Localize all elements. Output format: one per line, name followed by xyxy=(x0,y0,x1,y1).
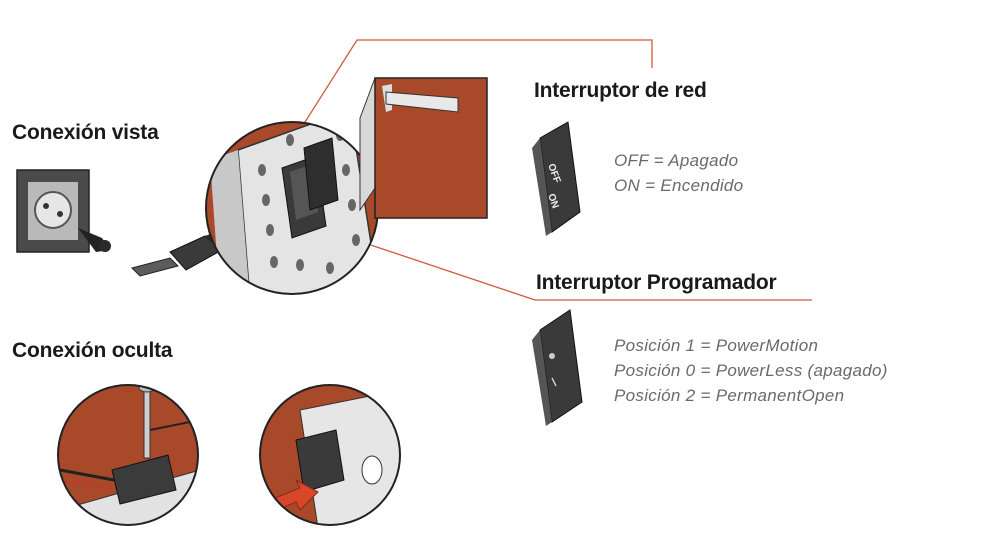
legend-position-2: Posición 2 = PermanentOpen xyxy=(614,386,845,405)
visible-connection-label: Conexión vista xyxy=(12,121,159,144)
program-switch-legend: Posición 1 = PowerMotion Posición 0 = Po… xyxy=(614,333,888,408)
on-marking: ON xyxy=(545,192,560,210)
legend-on: ON = Encendido xyxy=(614,176,744,195)
wall-socket-icon xyxy=(16,169,111,253)
magnified-switch-panel xyxy=(205,121,379,295)
network-switch-title: Interruptor de red xyxy=(534,79,707,102)
hidden-connection-detail-left xyxy=(57,384,199,526)
legend-position-0: Posición 0 = PowerLess (apagado) xyxy=(614,361,888,380)
hidden-connection-detail-right xyxy=(259,384,401,526)
hidden-connection-label: Conexión oculta xyxy=(12,339,173,362)
program-rocker-switch-icon xyxy=(532,309,583,426)
door-panel-illustration xyxy=(359,77,488,219)
legend-off: OFF = Apagado xyxy=(614,151,739,170)
legend-position-1: Posición 1 = PowerMotion xyxy=(614,336,819,355)
program-switch-title: Interruptor Programador xyxy=(536,271,777,294)
network-switch-legend: OFF = Apagado ON = Encendido xyxy=(614,148,743,198)
network-rocker-switch-icon: OFF ON xyxy=(532,121,581,236)
